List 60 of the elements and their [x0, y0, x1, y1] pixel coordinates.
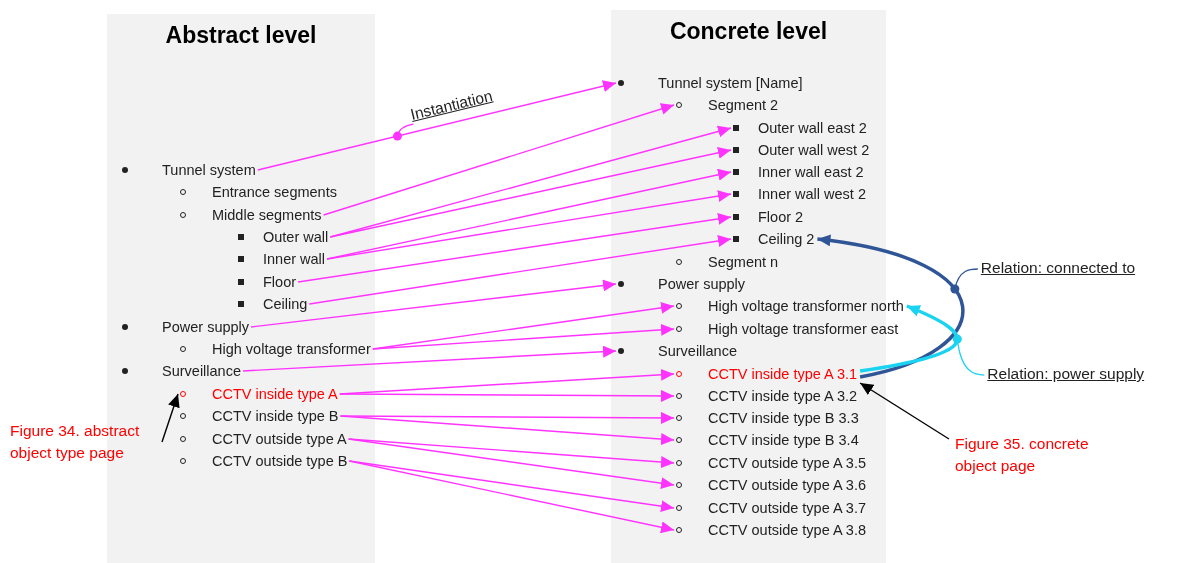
edge-label: Relation: connected to — [980, 259, 1136, 277]
list-item-text: Entrance segments — [212, 184, 337, 200]
list-item-text: Outer wall west 2 — [758, 142, 870, 158]
list-item-text: Surveillance — [162, 363, 241, 379]
list-item-text: Tunnel system [Name] — [658, 75, 803, 91]
edge-label: Relation: power supply — [987, 365, 1145, 384]
list-item-text: CCTV inside type B 3.4 — [708, 432, 859, 448]
list-item-text: Ceiling 2 — [758, 231, 815, 247]
arrow — [339, 415, 675, 446]
list-item-text: CCTV outside type A 3.6 — [708, 477, 866, 493]
list-item-text: High voltage transformer east — [708, 321, 899, 337]
arrow — [348, 460, 675, 513]
list-item-text: CCTV inside type A — [212, 386, 338, 402]
arrow — [297, 213, 732, 283]
list-item-text: Power supply — [658, 276, 746, 292]
list-item-text: High voltage transformer north — [708, 298, 904, 314]
arrow — [257, 80, 617, 171]
arrow — [339, 389, 675, 402]
list-item-text: CCTV inside type B — [212, 408, 339, 424]
list-item-text: Power supply — [162, 319, 250, 335]
list-item-text: CCTV inside type B 3.3 — [708, 410, 859, 426]
arrow — [161, 393, 180, 443]
list-item-text: CCTV outside type A 3.7 — [708, 500, 866, 516]
list-item-text: Surveillance — [658, 343, 737, 359]
arrow — [250, 279, 617, 328]
figure-caption: Figure 35. concrete object page — [955, 433, 1125, 477]
arrow — [372, 323, 675, 350]
list-item-text: Inner wall west 2 — [758, 186, 866, 202]
arrow — [348, 460, 675, 534]
arrow — [817, 234, 965, 379]
figure-caption: Figure 34. abstract object type page — [10, 420, 160, 464]
list-item-text: Outer wall — [263, 229, 329, 245]
list-item-text: Floor — [263, 274, 297, 290]
list-item-text: CCTV outside type A 3.5 — [708, 455, 866, 471]
arrow — [347, 438, 675, 490]
list-item-text: CCTV outside type B — [212, 453, 348, 469]
list-item-text: CCTV inside type A 3.1 — [708, 366, 858, 382]
list-item-text: High voltage transformer — [212, 341, 371, 357]
arrow — [859, 304, 959, 373]
list-item-text: Inner wall east 2 — [758, 164, 864, 180]
list-item-text: CCTV inside type A 3.2 — [708, 388, 858, 404]
arrow — [329, 146, 732, 238]
list-item-text: Tunnel system — [162, 162, 256, 178]
list-item-text: Inner wall — [263, 251, 326, 267]
arrow — [308, 235, 732, 305]
arrow — [322, 103, 675, 216]
list-item-text: Floor 2 — [758, 209, 804, 225]
panel-title: Concrete level — [669, 18, 828, 45]
arrow — [326, 190, 732, 260]
arrow — [242, 345, 617, 372]
list-item-text: CCTV outside type A — [212, 431, 347, 447]
list-item-text: Outer wall east 2 — [758, 120, 867, 136]
panel-title: Abstract level — [165, 22, 317, 49]
list-item-text: Middle segments — [212, 207, 322, 223]
list-item-text: Ceiling — [263, 296, 308, 312]
arrow — [347, 438, 675, 469]
arrow — [859, 382, 950, 440]
list-item-text: CCTV outside type A 3.8 — [708, 522, 866, 538]
list-item-text: Segment n — [708, 254, 779, 270]
list-item-text: Segment 2 — [708, 97, 779, 113]
